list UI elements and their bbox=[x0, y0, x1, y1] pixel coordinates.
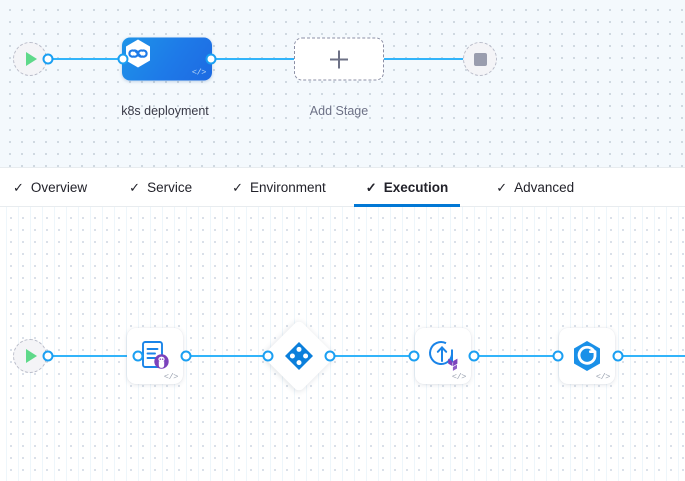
terraform-apply-arrow-icon bbox=[429, 341, 458, 371]
check-icon: ✓ bbox=[129, 179, 141, 195]
stop-icon bbox=[473, 52, 487, 66]
step-code-badge[interactable]: </> bbox=[595, 372, 611, 382]
play-icon bbox=[26, 349, 37, 363]
step-code-badge[interactable]: </> bbox=[451, 372, 467, 382]
step-node-iam-resources-apply[interactable]: </> bbox=[415, 328, 471, 384]
tab-advanced[interactable]: ✓ Advanced bbox=[496, 168, 574, 206]
connector-dot-stage-in[interactable] bbox=[117, 53, 129, 65]
connector-dot-plan-in[interactable] bbox=[132, 350, 144, 362]
connector-start-to-stage bbox=[33, 58, 128, 60]
connector-dot-apply-in[interactable] bbox=[408, 350, 420, 362]
play-icon bbox=[26, 52, 37, 66]
connector-dot-approval-in[interactable] bbox=[262, 350, 274, 362]
connector-dot-start-out[interactable] bbox=[42, 53, 54, 65]
check-icon: ✓ bbox=[365, 179, 377, 195]
connector-dot-rollout-out[interactable] bbox=[612, 350, 624, 362]
step-node-rollout-deployment[interactable]: </> bbox=[559, 328, 615, 384]
check-icon: ✓ bbox=[232, 179, 243, 195]
check-icon: ✓ bbox=[13, 179, 24, 195]
tab-execution-label: Execution bbox=[383, 179, 449, 195]
plus-icon bbox=[330, 50, 348, 68]
connector-add-to-end bbox=[383, 58, 472, 60]
tab-overview-label: Overview bbox=[30, 179, 88, 195]
connector-rollout-to-next bbox=[618, 355, 685, 357]
connector-dot-exec-start-out[interactable] bbox=[42, 350, 54, 362]
tab-service-label: Service bbox=[147, 179, 193, 195]
stage-node-k8s-deployment[interactable]: </> bbox=[122, 37, 212, 81]
stage-code-badge[interactable]: </> bbox=[191, 67, 207, 78]
tab-execution[interactable]: ✓ Execution bbox=[353, 168, 461, 207]
connector-dot-plan-out[interactable] bbox=[180, 350, 192, 362]
tab-environment[interactable]: ✓ Environment bbox=[232, 168, 326, 206]
tab-advanced-label: Advanced bbox=[514, 179, 575, 195]
tab-overview[interactable]: ✓ Overview bbox=[13, 168, 87, 206]
stage-config-tabbar: ✓ Overview ✓ Service ✓ Environment ✓ Exe… bbox=[0, 167, 685, 207]
connector-plan-to-approval bbox=[185, 355, 268, 357]
step-code-badge[interactable]: </> bbox=[163, 372, 179, 382]
pipeline-start-node[interactable] bbox=[13, 42, 47, 76]
add-stage-label: Add Stage bbox=[309, 104, 369, 118]
rollout-deployment-hexagon-icon bbox=[574, 341, 600, 371]
connector-dot-stage-out[interactable] bbox=[205, 53, 217, 65]
connector-apply-to-rollout bbox=[473, 355, 558, 357]
harness-cd-hexagon-icon bbox=[126, 39, 150, 68]
connector-start-to-plan bbox=[33, 355, 138, 357]
connector-dot-rollout-in[interactable] bbox=[552, 350, 564, 362]
connector-approval-to-apply bbox=[330, 355, 414, 357]
tab-environment-label: Environment bbox=[250, 179, 326, 195]
connector-dot-approval-out[interactable] bbox=[324, 350, 336, 362]
pipeline-end-node[interactable] bbox=[463, 42, 497, 76]
connector-stage-to-add bbox=[210, 58, 295, 60]
connector-dot-apply-out[interactable] bbox=[468, 350, 480, 362]
execution-start-node[interactable] bbox=[13, 339, 47, 373]
step-node-iam-approval[interactable] bbox=[262, 319, 336, 393]
tab-service[interactable]: ✓ Service bbox=[129, 168, 192, 206]
stage-label-k8s-deployment: k8s deployment bbox=[121, 104, 209, 118]
harness-approval-diamond-icon bbox=[285, 342, 313, 370]
stage-canvas[interactable]: </> k8s deployment Add Stage bbox=[0, 0, 685, 167]
add-stage-button[interactable] bbox=[294, 37, 384, 81]
check-icon: ✓ bbox=[496, 179, 508, 195]
execution-canvas[interactable]: </> IAM resources Plan bbox=[0, 207, 685, 481]
